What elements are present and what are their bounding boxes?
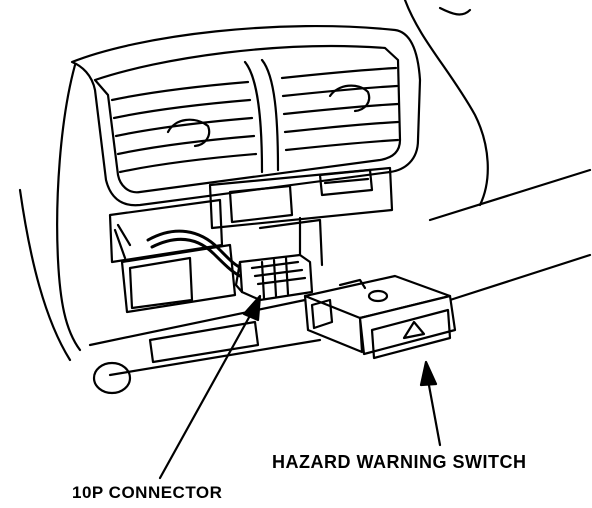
panel-seam-2	[258, 218, 324, 267]
lower-panel-inner	[128, 256, 194, 310]
dash-upper-edge	[438, 6, 472, 16]
leader-hazard	[426, 378, 442, 447]
hazard-warning-switch	[303, 274, 457, 360]
arrow-connector	[242, 294, 262, 322]
vent-housing-inner	[93, 44, 402, 194]
right-vent-knob	[328, 84, 371, 113]
vent-divider-2	[260, 58, 280, 172]
center-panel	[208, 166, 394, 230]
lower-edge-2	[108, 338, 322, 377]
upper-slot-shade	[323, 177, 370, 185]
arrow-hazard	[419, 360, 438, 387]
left-vent-louvers	[110, 80, 258, 174]
left-recess-shade	[113, 228, 127, 260]
left-recess	[108, 198, 224, 264]
panel-left-edge	[56, 63, 82, 352]
left-vent-knob	[166, 118, 211, 148]
lower-slot	[148, 320, 260, 364]
panel-left-inner	[18, 188, 72, 362]
round-knob	[92, 361, 132, 395]
left-recess-inner	[116, 223, 132, 247]
wire-harness	[146, 229, 244, 270]
lower-panel	[120, 243, 237, 314]
lower-edge	[88, 298, 307, 347]
hazard-warning-switch-label: HAZARD WARNING SWITCH	[272, 452, 527, 472]
hazard-triangle-icon	[402, 320, 426, 340]
center-panel-inner	[228, 184, 294, 224]
dash-top-curve	[403, 0, 489, 207]
dash-right-edge	[428, 168, 592, 222]
vent-divider	[243, 60, 264, 174]
10p-connector-label: 10P CONNECTOR	[72, 483, 223, 502]
dash-lower-right-edge	[448, 253, 592, 302]
leader-connector	[158, 310, 254, 480]
wire-harness-2	[150, 237, 242, 278]
connector-10p	[234, 253, 314, 302]
vent-housing-outer	[70, 24, 422, 207]
right-vent-louvers	[280, 66, 400, 152]
